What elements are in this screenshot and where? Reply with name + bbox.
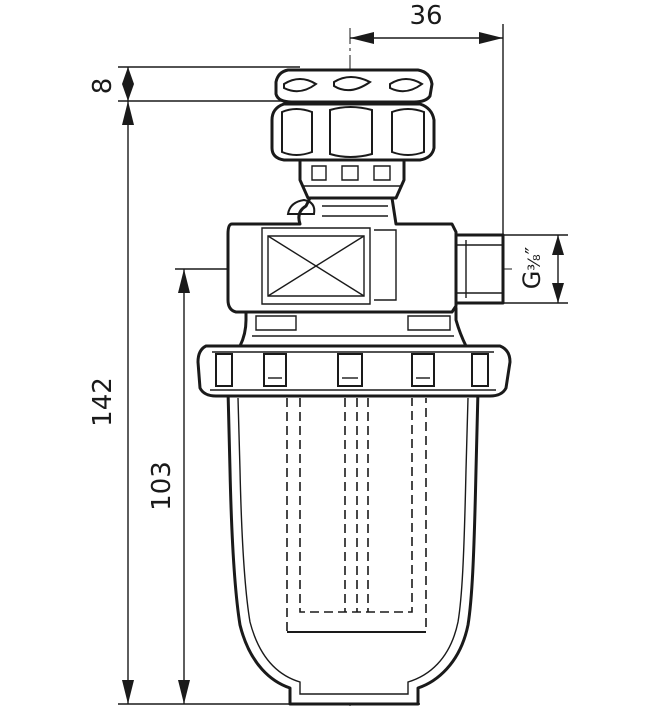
- dimension-142-label: 142: [88, 377, 118, 427]
- filter-cartridge: [286, 398, 427, 633]
- thread-fraction: ⅜: [525, 254, 545, 270]
- thread-g: G: [518, 271, 546, 290]
- thread-inch: ″: [521, 247, 545, 254]
- dimension-8-label: 8: [88, 78, 118, 95]
- dimension-thread: G⅜″: [503, 234, 568, 304]
- handwheel-cap: [274, 68, 434, 104]
- handwheel-nut: [270, 102, 436, 162]
- dimension-103-label: 103: [147, 461, 177, 511]
- dimension-36: 36: [350, 1, 504, 235]
- valve-stem: [298, 158, 406, 200]
- body-neck: [238, 306, 468, 348]
- bowl-collar: [196, 344, 512, 398]
- thread-size-label: G⅜″: [518, 247, 546, 290]
- dimension-36-label: 36: [409, 1, 442, 31]
- dimension-103: 103: [147, 268, 232, 704]
- filter-bowl: [226, 388, 480, 706]
- dimension-8: 8: [88, 66, 300, 102]
- collar-lugs: [215, 353, 489, 387]
- valve-body: [226, 196, 458, 314]
- threaded-outlet: [454, 233, 505, 305]
- dimension-142: 142: [88, 101, 420, 705]
